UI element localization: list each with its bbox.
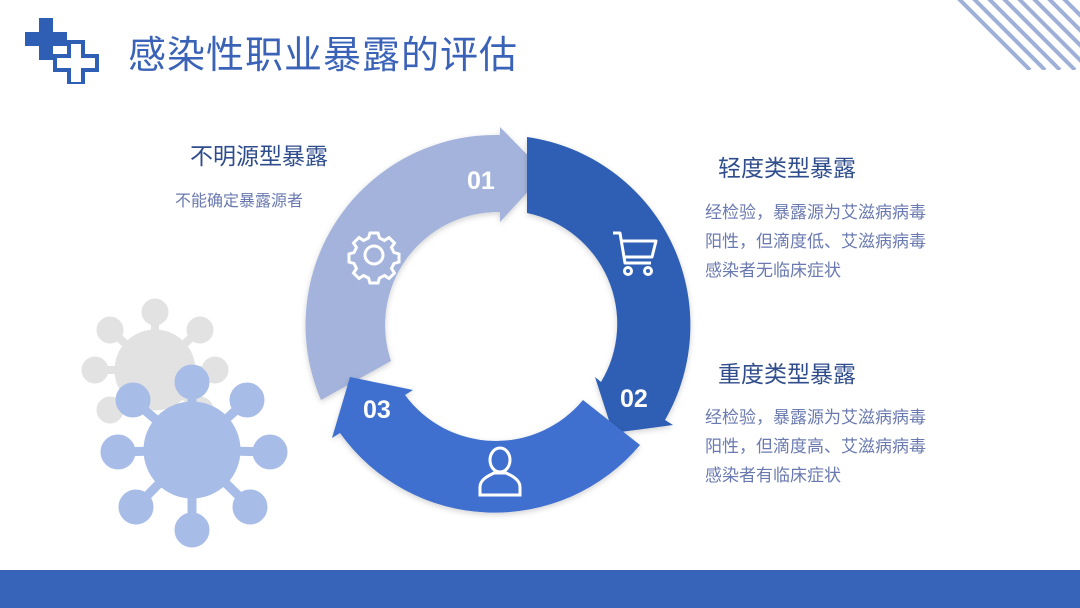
virus-illustration — [81, 298, 288, 548]
mild-desc: 经检验，暴露源为艾滋病病毒 阳性，但滴度低、艾滋病病毒 感染者无临床症状 — [705, 203, 926, 281]
medical-cross-logo — [25, 18, 99, 84]
page-title: 感染性职业暴露的评估 — [128, 33, 519, 77]
footer-bar — [0, 570, 1080, 608]
cycle-segment-01 — [305, 127, 545, 400]
virus-front-shape — [100, 364, 288, 548]
step-number-03: 03 — [363, 396, 391, 424]
mild-title: 轻度类型暴露 — [718, 156, 856, 182]
cycle-segment-02 — [527, 137, 691, 433]
decorative-stripes — [957, 0, 1080, 70]
unknown-source-title: 不明源型暴露 — [190, 144, 328, 170]
severe-title: 重度类型暴露 — [718, 362, 856, 388]
cycle-segment-03 — [332, 377, 640, 513]
shopping-cart-icon — [613, 231, 658, 276]
gear-icon — [347, 231, 401, 285]
step-number-01: 01 — [467, 167, 495, 195]
user-icon — [478, 446, 522, 497]
unknown-source-desc: 不能确定暴露源者 — [175, 191, 304, 210]
severe-desc: 经检验，暴露源为艾滋病病毒 阳性，但滴度高、艾滋病病毒 感染者有临床症状 — [705, 408, 926, 486]
cycle-diagram: 01 02 03 — [305, 127, 691, 513]
step-number-02: 02 — [620, 385, 648, 413]
